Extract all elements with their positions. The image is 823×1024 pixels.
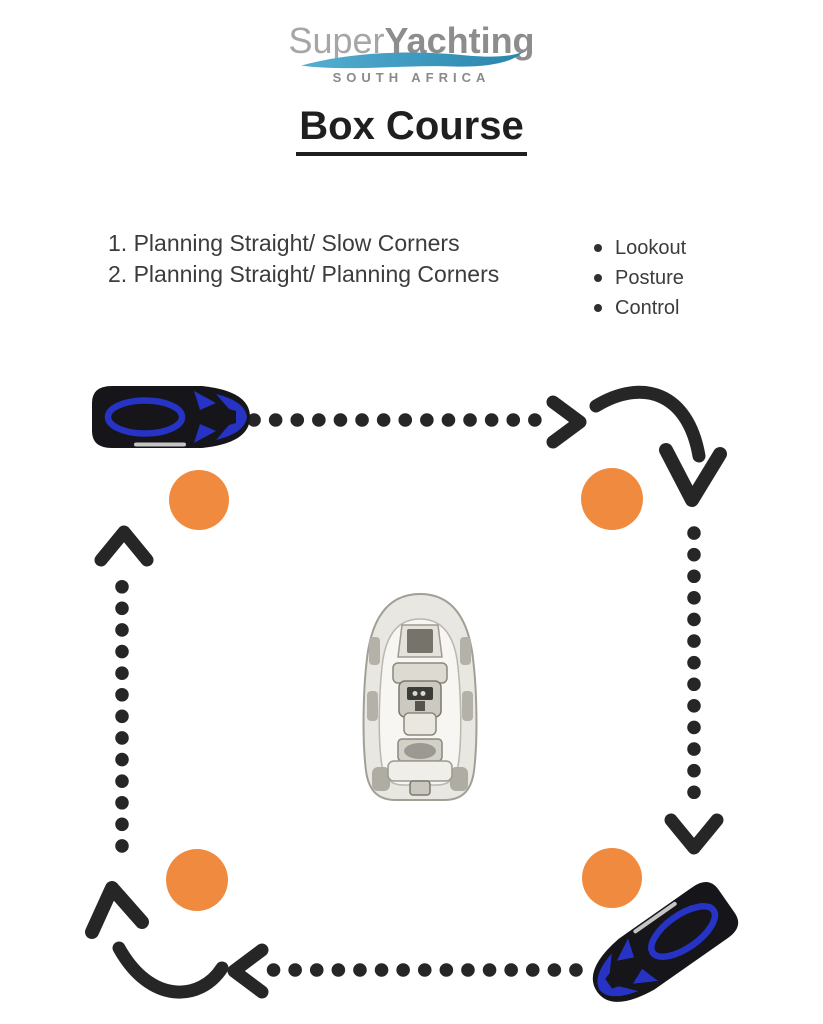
arrowhead-up-icon (94, 525, 154, 567)
logo: SuperYachting SOUTH AFRICA (0, 20, 823, 86)
focus-list: Lookout Posture Control (594, 233, 686, 323)
focus-item-label: Lookout (615, 237, 687, 259)
focus-item-posture: Posture (594, 263, 686, 293)
turn-arrow-top-right (589, 385, 727, 507)
bullet-icon (594, 274, 602, 282)
page-title: Box Course (0, 104, 823, 156)
arrowhead-left-icon (227, 943, 269, 999)
buoy-top-right (581, 468, 643, 530)
logo-subtitle: SOUTH AFRICA (332, 70, 491, 85)
page-title-text: Box Course (296, 104, 527, 156)
box-course-diagram (85, 370, 823, 1024)
buoy-top-left (169, 470, 229, 530)
focus-item-label: Posture (615, 267, 684, 289)
jetski-top-left (92, 386, 250, 448)
tender-boat (362, 593, 478, 801)
focus-item-lookout: Lookout (594, 233, 686, 263)
arrowhead-right-icon (546, 395, 587, 449)
exercise-item-1: 1. Planning Straight/ Slow Corners (108, 230, 460, 256)
logo-wave-icon (300, 51, 523, 69)
focus-item-control: Control (594, 293, 686, 323)
arrowhead-down-icon (664, 813, 724, 855)
buoy-bottom-left (166, 849, 228, 911)
buoy-bottom-right (582, 848, 642, 908)
turn-arrow-bottom-left (85, 881, 229, 999)
logo-brand-super: Super (288, 20, 385, 61)
exercise-list: 1. Planning Straight/ Slow Corners 2. Pl… (108, 228, 499, 290)
focus-item-label: Control (615, 297, 680, 319)
exercise-item-2: 2. Planning Straight/ Planning Corners (108, 261, 500, 287)
bullet-icon (594, 304, 602, 312)
bullet-icon (594, 244, 602, 252)
